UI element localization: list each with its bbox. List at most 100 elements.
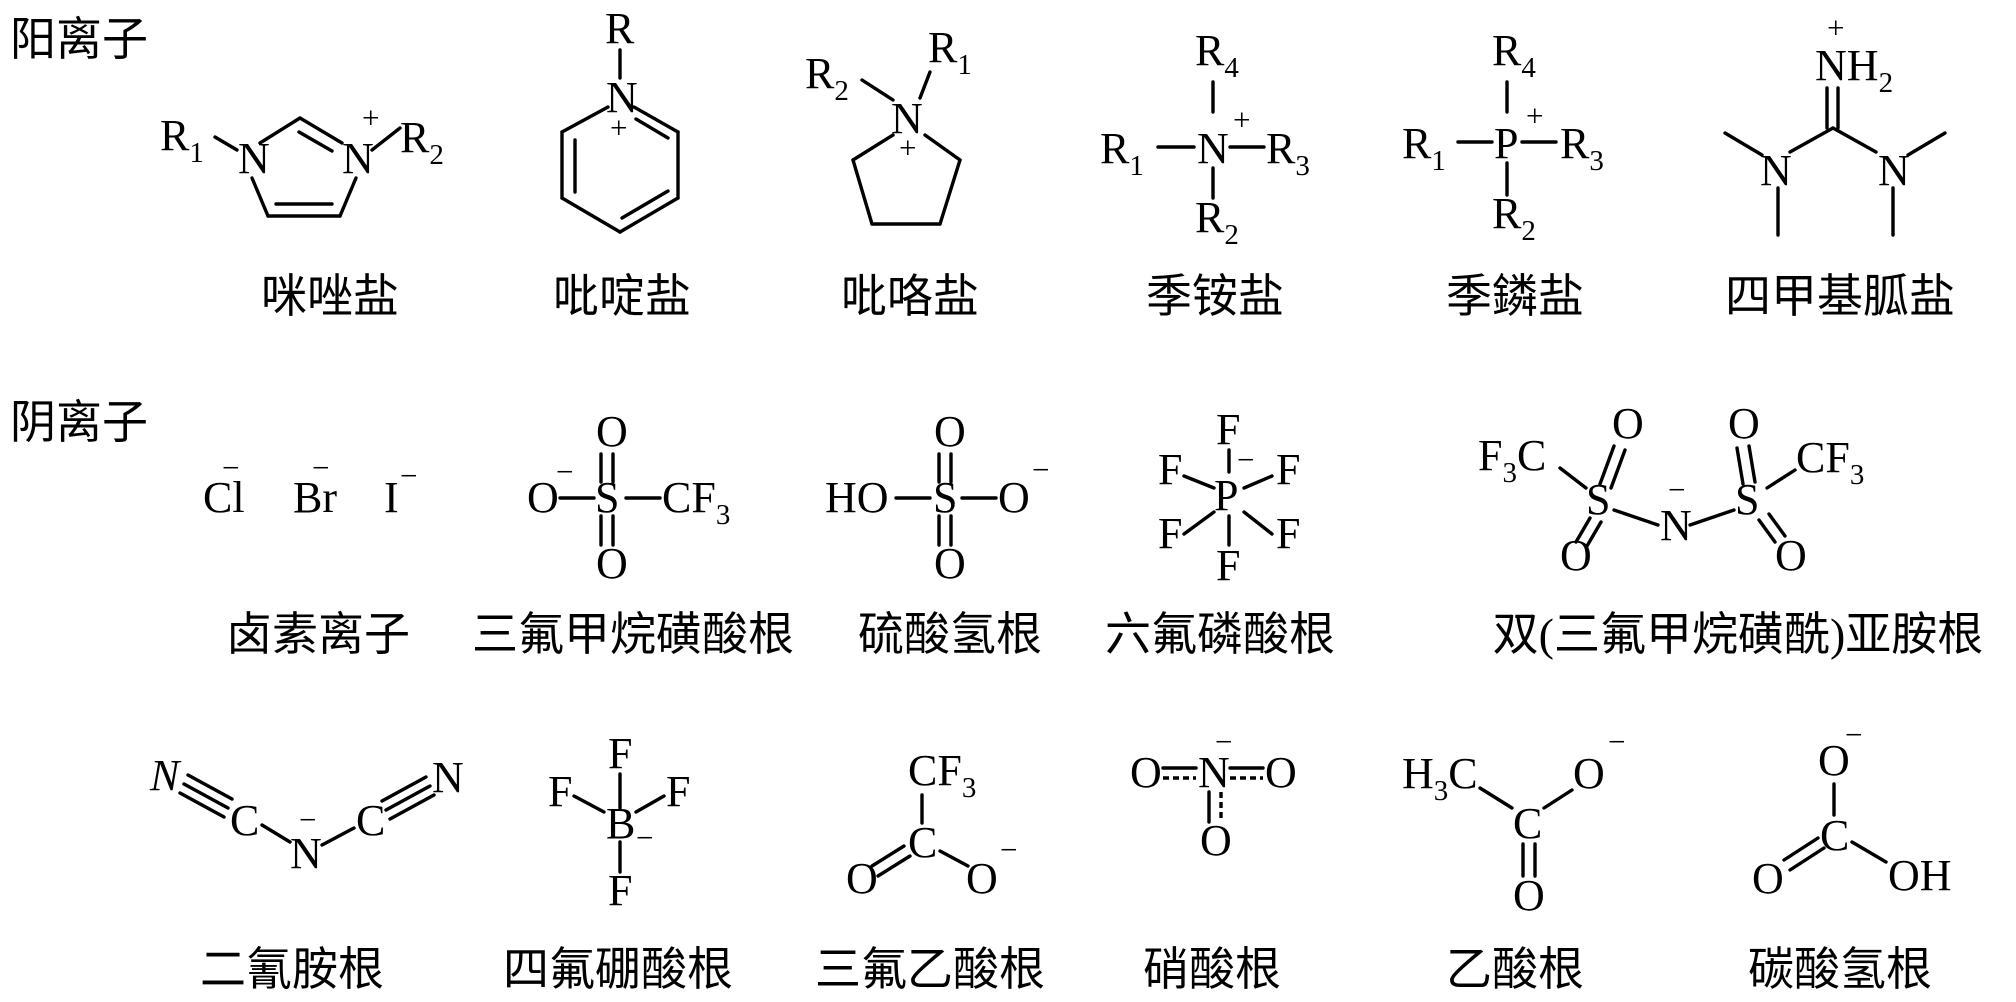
svg-text:N: N — [891, 94, 923, 143]
structure-halides: − Cl − Br I − — [203, 450, 417, 522]
svg-text:R1: R1 — [1100, 124, 1144, 182]
structure-pyridinium: R N + — [560, 4, 680, 234]
caption-quaternary-ammonium: 季铵盐 — [1146, 271, 1284, 322]
svg-text:R2: R2 — [805, 49, 849, 107]
structure-bicarbonate: − O C O OH — [1752, 717, 1952, 903]
svg-text:O: O — [1200, 816, 1232, 865]
svg-text:O: O — [1752, 854, 1784, 903]
svg-text:N: N — [1760, 146, 1792, 195]
svg-text:+: + — [1233, 102, 1250, 137]
svg-text:I: I — [384, 473, 399, 522]
svg-text:−: − — [636, 820, 653, 855]
svg-text:−: − — [222, 450, 239, 485]
caption-acetate: 乙酸根 — [1446, 944, 1584, 995]
svg-text:O: O — [934, 539, 966, 588]
svg-text:C: C — [1820, 811, 1849, 860]
svg-text:P: P — [1214, 471, 1238, 520]
svg-text:+: + — [1827, 10, 1844, 45]
svg-text:B: B — [606, 799, 635, 848]
svg-text:−: − — [1032, 452, 1049, 487]
svg-text:N: N — [432, 753, 464, 802]
svg-text:F: F — [1158, 509, 1182, 558]
svg-text:O: O — [596, 539, 628, 588]
caption-triflate: 三氟甲烷磺酸根 — [472, 609, 794, 660]
svg-text:−: − — [1237, 442, 1254, 477]
section-anion-heading: 阴离子 — [10, 397, 148, 448]
svg-text:+: + — [1526, 98, 1543, 133]
svg-text:R1: R1 — [160, 111, 204, 169]
svg-text:O: O — [1728, 399, 1760, 448]
svg-text:O: O — [1775, 531, 1807, 580]
caption-imidazolium: 咪唑盐 — [261, 271, 399, 322]
svg-text:R: R — [605, 4, 635, 53]
svg-text:OH: OH — [1888, 851, 1952, 900]
svg-text:R3: R3 — [1266, 124, 1310, 182]
svg-text:−: − — [1668, 472, 1685, 507]
svg-text:N: N — [1660, 501, 1692, 550]
caption-nitrate: 硝酸根 — [1143, 944, 1281, 995]
svg-text:O: O — [1818, 736, 1850, 785]
svg-text:O: O — [596, 407, 628, 456]
svg-text:F: F — [548, 767, 572, 816]
svg-text:O: O — [1265, 748, 1297, 797]
svg-text:F: F — [608, 729, 632, 778]
svg-text:F: F — [1158, 445, 1182, 494]
structure-pyrrolidinium: R2 R1 N + — [805, 23, 972, 226]
svg-text:R2: R2 — [400, 113, 444, 171]
caption-hydrogensulfate: 硫酸氢根 — [858, 609, 1042, 660]
caption-trifluoroacetate: 三氟乙酸根 — [815, 944, 1045, 995]
svg-text:O: O — [1612, 399, 1644, 448]
svg-text:N: N — [1198, 748, 1230, 797]
caption-pyridinium: 吡啶盐 — [553, 271, 691, 322]
svg-text:−: − — [1608, 724, 1625, 759]
svg-text:−: − — [1845, 717, 1862, 752]
svg-text:−: − — [312, 450, 329, 485]
section-cation-heading: 阳离子 — [10, 14, 148, 65]
svg-text:F: F — [666, 767, 690, 816]
svg-text:−: − — [1215, 724, 1232, 759]
structure-hexafluorophosphate: F − F F P F F F — [1158, 405, 1300, 590]
structure-dicyanamide: N C − N C N — [149, 751, 464, 878]
caption-halides: 卤素离子 — [226, 609, 410, 660]
svg-text:N: N — [290, 829, 322, 878]
svg-text:O: O — [1130, 748, 1162, 797]
svg-text:−: − — [400, 458, 417, 493]
svg-text:F: F — [1276, 445, 1300, 494]
caption-tetramethylguanidinium: 四甲基胍盐 — [1725, 271, 1955, 322]
svg-text:S: S — [933, 473, 957, 522]
svg-text:O: O — [846, 854, 878, 903]
svg-text:C: C — [908, 818, 937, 867]
structure-bistriflimide: F3C S O O − N S O O CF3 — [1478, 399, 1864, 580]
svg-text:O: O — [998, 473, 1030, 522]
svg-text:C: C — [356, 796, 385, 845]
svg-text:+: + — [610, 110, 627, 145]
svg-text:R4: R4 — [1195, 26, 1239, 84]
svg-text:F: F — [608, 866, 632, 915]
svg-text:−: − — [299, 802, 316, 837]
svg-text:F: F — [1216, 405, 1240, 454]
structure-quaternary-phosphonium: R4 R1 P + R3 R2 — [1402, 26, 1604, 247]
svg-text:F: F — [1216, 541, 1240, 590]
svg-text:CF3: CF3 — [662, 473, 730, 531]
caption-quaternary-phosphonium: 季鏻盐 — [1446, 271, 1584, 322]
svg-text:Cl: Cl — [203, 473, 245, 522]
structure-nitrate: − O N O O — [1130, 724, 1297, 865]
svg-text:O: O — [966, 854, 998, 903]
svg-text:S: S — [1586, 475, 1610, 524]
caption-tetrafluoroborate: 四氟硼酸根 — [503, 944, 733, 995]
structure-acetate: H3C C O − O — [1402, 724, 1625, 920]
structure-trifluoroacetate: CF3 C O O − — [846, 746, 1017, 903]
svg-text:−: − — [556, 454, 573, 489]
caption-hexafluorophosphate: 六氟磷酸根 — [1105, 609, 1335, 660]
svg-text:H3C: H3C — [1402, 749, 1478, 807]
svg-text:R4: R4 — [1492, 26, 1536, 84]
svg-text:N: N — [1197, 124, 1229, 173]
svg-text:N: N — [342, 134, 374, 183]
svg-text:F3C: F3C — [1478, 431, 1546, 489]
svg-text:CF3: CF3 — [1796, 433, 1864, 491]
caption-bicarbonate: 碳酸氢根 — [1748, 944, 1932, 995]
svg-text:−: − — [1000, 832, 1017, 867]
svg-text:C: C — [1513, 799, 1542, 848]
svg-text:+: + — [899, 130, 916, 165]
svg-text:R3: R3 — [1560, 119, 1604, 177]
